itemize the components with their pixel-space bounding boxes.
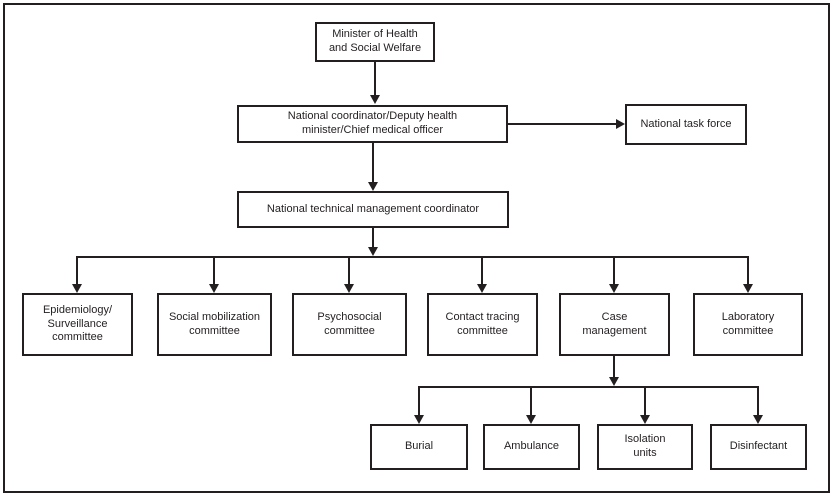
arrowhead-down-icon bbox=[609, 284, 619, 293]
arrowhead-down-icon bbox=[370, 95, 380, 104]
arrowhead-down-icon bbox=[753, 415, 763, 424]
node-burial: Burial bbox=[370, 424, 468, 470]
connector-branch-to-disinfectant bbox=[757, 388, 759, 416]
node-disinfectant: Disinfectant bbox=[710, 424, 807, 470]
node-epidemiology-surveillance-committee: Epidemiology/ Surveillance committee bbox=[22, 293, 133, 356]
node-case-management: Case management bbox=[559, 293, 670, 356]
connector-branch-to-contact-tracing bbox=[481, 258, 483, 285]
arrowhead-down-icon bbox=[209, 284, 219, 293]
node-label: Burial bbox=[404, 440, 434, 453]
connector-case-management-to-branch bbox=[613, 356, 615, 378]
node-label: Ambulance bbox=[503, 440, 560, 453]
connector-minister-to-coordinator bbox=[374, 62, 376, 96]
node-label: Laboratory committee bbox=[721, 310, 775, 337]
arrowhead-down-icon bbox=[344, 284, 354, 293]
arrowhead-down-icon bbox=[640, 415, 650, 424]
node-label: Isolation units bbox=[624, 433, 666, 459]
arrowhead-down-icon bbox=[609, 377, 619, 386]
arrowhead-down-icon bbox=[72, 284, 82, 293]
node-technical-coordinator: National technical management coordinato… bbox=[237, 191, 509, 228]
node-label: National technical management coordinato… bbox=[266, 202, 480, 215]
connector-branch-to-psychosocial bbox=[348, 258, 350, 285]
arrowhead-right-icon bbox=[616, 119, 625, 129]
node-label: Case management bbox=[582, 310, 647, 337]
node-national-task-force: National task force bbox=[625, 104, 747, 145]
arrowhead-down-icon bbox=[414, 415, 424, 424]
node-label: National coordinator/Deputy health minis… bbox=[287, 110, 458, 136]
connector-branch-to-laboratory bbox=[747, 258, 749, 285]
connector-branch-to-burial bbox=[418, 388, 420, 416]
node-label: Minister of Health and Social Welfare bbox=[328, 28, 422, 54]
node-label: Epidemiology/ Surveillance committee bbox=[42, 303, 113, 344]
arrowhead-down-icon bbox=[743, 284, 753, 293]
arrowhead-down-icon bbox=[368, 182, 378, 191]
node-psychosocial-committee: Psychosocial committee bbox=[292, 293, 407, 356]
connector-coordinator-to-task-force bbox=[508, 123, 618, 125]
node-label: Disinfectant bbox=[729, 440, 788, 453]
node-minister-of-health: Minister of Health and Social Welfare bbox=[315, 22, 435, 62]
node-contact-tracing-committee: Contact tracing committee bbox=[427, 293, 538, 356]
connector-branch-to-epidemiology bbox=[76, 258, 78, 285]
connector-technical-to-branch bbox=[372, 228, 374, 248]
connector-branch-to-social-mobilization bbox=[213, 258, 215, 285]
node-label: Contact tracing committee bbox=[445, 310, 520, 337]
node-ambulance: Ambulance bbox=[483, 424, 580, 470]
branch-line-committees bbox=[76, 256, 749, 258]
node-label: Psychosocial committee bbox=[317, 310, 382, 337]
arrowhead-down-icon bbox=[477, 284, 487, 293]
connector-branch-to-isolation-units bbox=[644, 388, 646, 416]
figure-border bbox=[3, 3, 830, 493]
node-isolation-units: Isolation units bbox=[597, 424, 693, 470]
connector-branch-to-case-management bbox=[613, 258, 615, 285]
branch-line-units bbox=[418, 386, 759, 388]
connector-branch-to-ambulance bbox=[530, 388, 532, 416]
node-label: Social mobilization committee bbox=[168, 310, 261, 337]
node-laboratory-committee: Laboratory committee bbox=[693, 293, 803, 356]
node-label: National task force bbox=[640, 117, 732, 130]
arrowhead-down-icon bbox=[526, 415, 536, 424]
node-social-mobilization-committee: Social mobilization committee bbox=[157, 293, 272, 356]
arrowhead-down-icon bbox=[368, 247, 378, 256]
node-national-coordinator: National coordinator/Deputy health minis… bbox=[237, 105, 508, 143]
connector-coordinator-to-technical bbox=[372, 143, 374, 183]
